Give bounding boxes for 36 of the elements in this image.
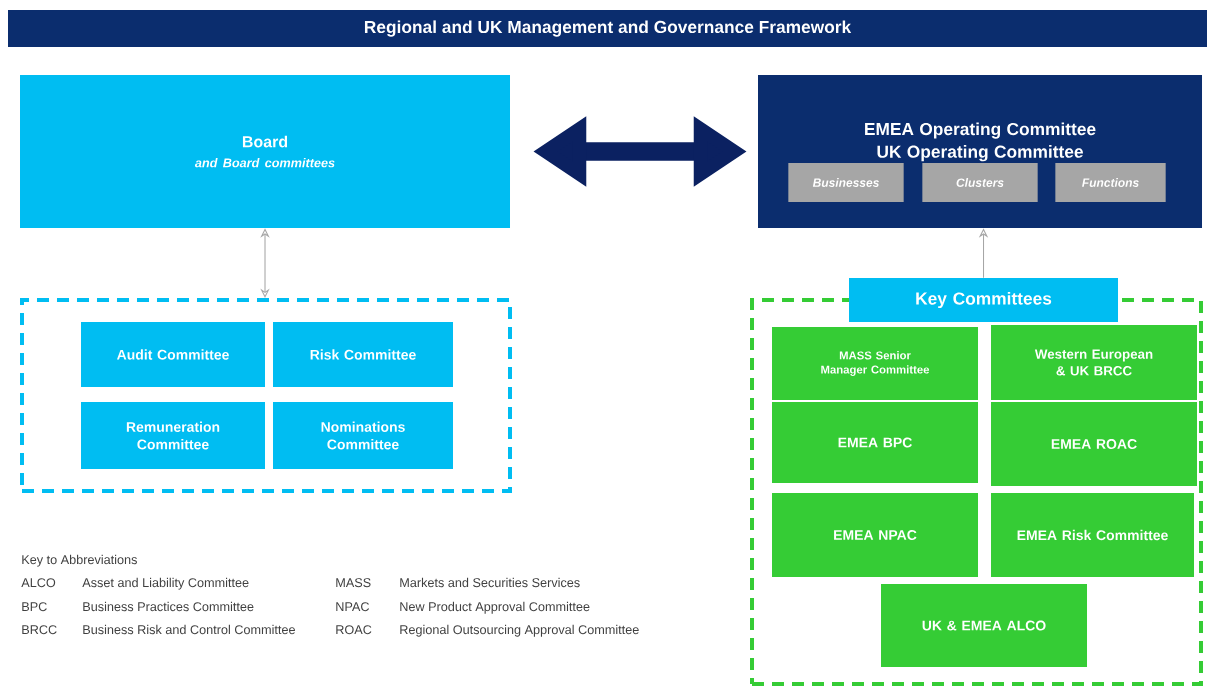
unit-box: Functions	[1055, 163, 1166, 202]
abbreviation-meaning: Business Risk and Control Committee	[83, 624, 295, 635]
abbreviation-meaning: Business Practices Committee	[83, 601, 254, 612]
committee-box: EMEA BPC	[772, 402, 978, 483]
committee-box: Remuneration Committee	[81, 402, 265, 469]
committee-box: Nominations Committee	[273, 402, 453, 469]
abbreviation-meaning: Asset and Liability Committee	[82, 577, 249, 590]
abbreviation-meaning: Markets and Securities Services	[400, 577, 580, 588]
abbreviation: ROAC	[336, 625, 372, 635]
abbreviation: NPAC	[336, 602, 370, 612]
key-heading: Key to Abbreviations	[22, 554, 137, 567]
abbreviation: BPC	[22, 602, 47, 612]
node-label: MASS Senior Manager Committee	[821, 351, 930, 376]
dashed-group-box	[20, 298, 512, 493]
heading-box: Key Committees	[849, 278, 1118, 322]
unit-box: Clusters	[922, 163, 1038, 202]
board-box: Board and Board committees	[20, 75, 510, 228]
committee-box: MASS Senior Manager Committee	[772, 327, 978, 400]
abbreviation: BRCC	[22, 625, 57, 635]
committee-box: EMEA ROAC	[991, 402, 1197, 486]
committee-box: EMEA Risk Committee	[991, 493, 1194, 577]
arrow	[260, 228, 270, 298]
committee-box: Risk Committee	[273, 322, 453, 387]
committee-box: Western European & UK BRCC	[991, 325, 1197, 400]
node-label: Western European & UK BRCC	[1034, 349, 1153, 376]
node-label: EMEA BPC	[838, 437, 912, 448]
committee-box: Audit Committee	[81, 322, 265, 387]
abbreviation-meaning: Regional Outsourcing Approval Committee	[400, 624, 639, 637]
node-label: EMEA ROAC	[1051, 439, 1137, 449]
committee-box: EMEA NPAC	[772, 493, 978, 577]
abbreviation: MASS	[336, 578, 371, 588]
committee-box: UK & EMEA ALCO	[881, 584, 1087, 667]
abbreviation: ALCO	[21, 578, 56, 588]
abbreviation-meaning: New Product Approval Committee	[400, 601, 590, 614]
unit-box: Businesses	[788, 163, 904, 202]
title-band: Regional and UK Management and Governance Framework	[8, 10, 1207, 47]
